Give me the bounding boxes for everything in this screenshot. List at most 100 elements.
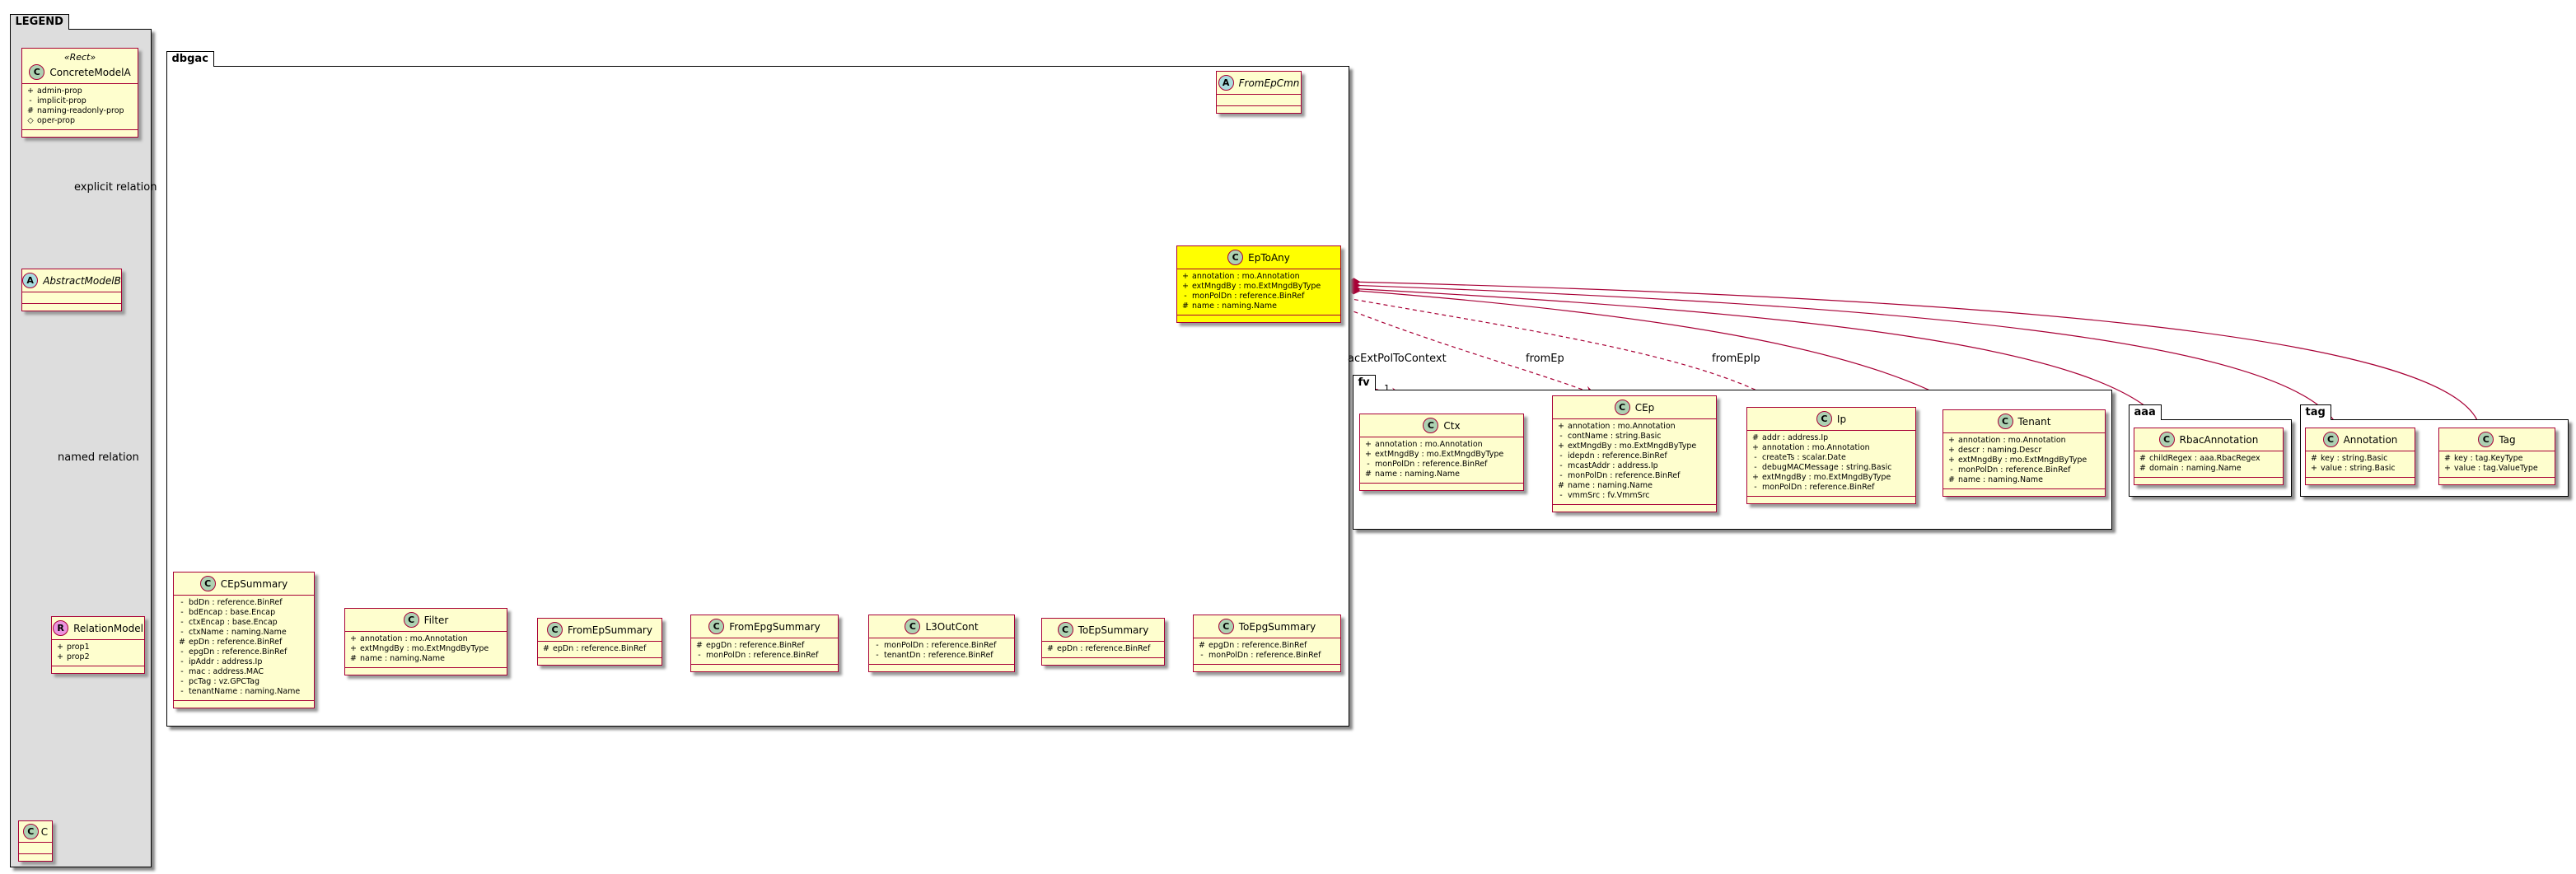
class-badge-icon: C (1057, 622, 1073, 638)
class-attribute: #epgDn : reference.BinRef (1199, 641, 1335, 651)
visibility-icon: # (27, 106, 34, 115)
class-fromepcmn[interactable]: A FromEpCmn (1216, 71, 1302, 114)
visibility-icon: # (2444, 454, 2451, 463)
class-name: EpToAny (1248, 251, 1290, 264)
class-attribute: #epDn : reference.BinRef (543, 644, 657, 654)
class-operations (1042, 657, 1164, 665)
attribute-text: naming-readonly-prop (37, 106, 124, 115)
class-cepsummary[interactable]: C CEpSummary -bdDn : reference.BinRef-bd… (173, 572, 315, 708)
class-attribute: +annotation : mo.Annotation (1558, 422, 1711, 432)
attribute-text: monPolDn : reference.BinRef (1209, 651, 1321, 660)
class-attributes: +annotation : mo.Annotation-contName : s… (1553, 419, 1716, 504)
class-header: C ToEpSummary (1042, 619, 1164, 642)
class-badge-icon: C (1227, 250, 1244, 265)
class-attribute: -mcastAddr : address.Ip (1558, 461, 1711, 471)
class-name: AbstractModelB (43, 274, 121, 287)
attribute-text: epgDn : reference.BinRef (189, 647, 288, 657)
attribute-text: extMngdBy : mo.ExtMngdByType (1762, 473, 1891, 482)
class-attribute: -ctxEncap : base.Encap (179, 618, 309, 628)
visibility-icon: - (1754, 483, 1757, 492)
attribute-text: name : naming.Name (360, 654, 446, 663)
class-toepsummary[interactable]: C ToEpSummary #epDn : reference.BinRef (1041, 618, 1165, 666)
class-filter[interactable]: C Filter +annotation : mo.Annotation+ext… (344, 608, 507, 675)
class-abstract-model-b[interactable]: A AbstractModelB (21, 269, 122, 311)
class-fromepgsummary[interactable]: C FromEpgSummary #epgDn : reference.BinR… (690, 615, 839, 672)
class-attribute: +annotation : mo.Annotation (1365, 440, 1518, 450)
class-attribute: #name : naming.Name (1948, 475, 2100, 485)
attribute-text: monPolDn : reference.BinRef (1192, 292, 1305, 301)
attribute-text: ipAddr : address.Ip (189, 657, 263, 666)
attribute-text: key : tag.KeyType (2454, 454, 2523, 463)
class-attribute: -debugMACMessage : string.Basic (1752, 463, 1910, 473)
class-concrete-model-a[interactable]: «Rect» C ConcreteModelA +admin-prop-impl… (21, 48, 138, 138)
attribute-text: extMngdBy : mo.ExtMngdByType (1568, 442, 1697, 451)
class-badge-icon: C (199, 576, 216, 591)
attribute-text: prop2 (67, 652, 90, 661)
class-name: ToEpSummary (1078, 624, 1149, 636)
visibility-icon: + (57, 652, 63, 661)
class-attribute: -tenantName : naming.Name (179, 687, 309, 697)
class-rbacannotation[interactable]: C RbacAnnotation #childRegex : aaa.RbacR… (2134, 428, 2284, 485)
class-attributes: +annotation : mo.Annotation+descr : nami… (1943, 433, 2105, 488)
class-annotation[interactable]: C Annotation #key : string.Basic+value :… (2305, 428, 2415, 485)
class-attribute: -ctxName : naming.Name (179, 628, 309, 638)
class-operations (1360, 483, 1523, 490)
class-operations (174, 700, 314, 708)
class-ctx[interactable]: C Ctx +annotation : mo.Annotation+extMng… (1359, 414, 1524, 491)
class-attributes (22, 292, 121, 303)
attribute-text: annotation : mo.Annotation (1192, 272, 1300, 281)
class-l3outcont[interactable]: C L3OutCont -monPolDn : reference.BinRef… (868, 615, 1015, 672)
class-eptoany[interactable]: C EpToAny +annotation : mo.Annotation+ex… (1176, 245, 1341, 323)
class-attributes (1217, 95, 1301, 105)
class-badge-icon: C (2158, 432, 2175, 447)
class-ip[interactable]: C Ip #addr : address.Ip+annotation : mo.… (1746, 407, 1916, 504)
visibility-icon: - (180, 608, 184, 617)
package-title: aaa (2128, 404, 2162, 420)
attribute-text: monPolDn : reference.BinRef (1958, 465, 2071, 474)
attribute-text: pcTag : vz.GPCTag (189, 677, 260, 686)
attribute-text: extMngdBy : mo.ExtMngdByType (360, 644, 489, 653)
visibility-icon: # (1752, 433, 1759, 442)
class-attribute: -monPolDn : reference.BinRef (696, 651, 833, 661)
visibility-icon: + (1948, 446, 1955, 455)
visibility-icon: + (1182, 282, 1189, 291)
attribute-text: ctxEncap : base.Encap (189, 618, 278, 627)
visibility-icon: - (1184, 292, 1187, 301)
class-attribute: -monPolDn : reference.BinRef (1199, 651, 1335, 661)
attribute-text: monPolDn : reference.BinRef (706, 651, 819, 660)
class-attribute: #naming-readonly-prop (27, 106, 133, 116)
visibility-icon: # (1047, 644, 1054, 653)
attribute-text: tenantName : naming.Name (189, 687, 301, 696)
class-attribute: + prop2 (57, 652, 139, 662)
class-attributes: #key : string.Basic+value : string.Basic (2306, 451, 2415, 477)
visibility-icon: # (2139, 464, 2146, 473)
class-operations (1177, 315, 1340, 322)
visibility-icon: + (1558, 422, 1564, 431)
visibility-icon: + (1365, 440, 1372, 449)
class-badge-icon: C (1816, 411, 1832, 427)
class-attribute: -epgDn : reference.BinRef (179, 647, 309, 657)
class-toepgsummary[interactable]: C ToEpgSummary #epgDn : reference.BinRef… (1193, 615, 1341, 672)
label-fromepip: fromEpIp (1712, 353, 1760, 365)
visibility-icon: - (1950, 465, 1953, 474)
class-attributes: +prop1+ prop2 (52, 640, 144, 666)
attribute-text: epDn : reference.BinRef (189, 638, 283, 647)
class-attributes: #key : tag.KeyType+value : tag.ValueType (2439, 451, 2555, 477)
class-relation-model[interactable]: R RelationModel +prop1+prop2 (51, 616, 145, 674)
class-header: C C (19, 821, 52, 843)
class-c[interactable]: C C (18, 820, 53, 862)
class-fromepsummary[interactable]: C FromEpSummary #epDn : reference.BinRef (537, 618, 662, 666)
class-tenant[interactable]: C Tenant +annotation : mo.Annotation+des… (1943, 409, 2106, 497)
attribute-text: admin-prop (37, 86, 82, 96)
visibility-icon: - (1200, 651, 1204, 660)
class-attributes: #addr : address.Ip+annotation : mo.Annot… (1747, 431, 1915, 496)
class-cep[interactable]: C CEp +annotation : mo.Annotation-contNa… (1552, 395, 1717, 512)
class-attribute: -vmmSrc : fv.VmmSrc (1558, 491, 1711, 501)
class-name: RbacAnnotation (2179, 433, 2259, 446)
visibility-icon: - (180, 598, 184, 607)
class-attributes: #epDn : reference.BinRef (1042, 642, 1164, 657)
class-tag[interactable]: C Tag #key : tag.KeyType+value : tag.Val… (2438, 428, 2555, 485)
class-attribute: +prop1 (57, 643, 139, 652)
abstract-badge-icon: A (1218, 75, 1234, 91)
visibility-icon: + (1752, 473, 1759, 482)
